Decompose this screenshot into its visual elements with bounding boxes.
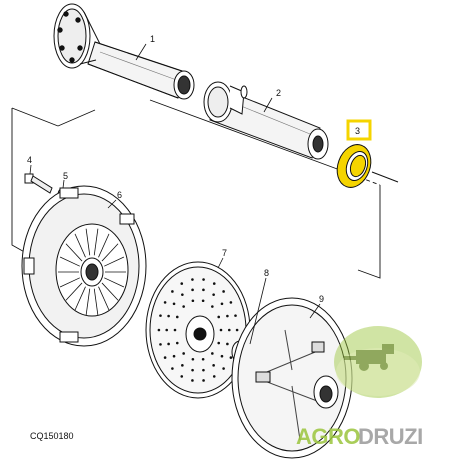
callout-3: 3: [355, 126, 360, 136]
disc-hole: [202, 288, 205, 292]
spring-finger: [104, 277, 125, 288]
callout-7: 7: [222, 248, 227, 258]
disc-hole: [219, 328, 223, 332]
callout-9: 9: [319, 294, 324, 304]
pressure-plate-part-6: [21, 185, 147, 347]
flywheel-part-9: [231, 297, 353, 459]
disc-hole: [226, 342, 229, 346]
spring-finger: [65, 282, 83, 301]
disc-hole: [191, 368, 194, 372]
disc-hole: [220, 302, 224, 306]
spring-finger: [85, 228, 91, 256]
disc-hole: [171, 290, 174, 293]
disc-hole: [167, 314, 170, 318]
disc-hole: [172, 302, 176, 306]
disc-hole: [172, 354, 176, 358]
seal-part-3: [336, 144, 399, 188]
disc-hole: [212, 375, 216, 378]
callout-1: 1: [150, 34, 155, 44]
disc-hole: [191, 278, 194, 281]
watermark-text-agro: AGRO: [296, 424, 360, 449]
disc-hole: [175, 341, 179, 345]
callout-2: 2: [276, 88, 281, 98]
watermark-text-druzi: DRUZI: [358, 424, 423, 449]
spring-finger: [65, 243, 83, 262]
disc-hole: [211, 305, 214, 308]
disc-hole: [217, 341, 221, 345]
disc-hole: [165, 328, 169, 332]
disc-hole: [235, 328, 239, 332]
disc-hole: [180, 282, 184, 285]
disc-hole: [227, 328, 231, 332]
disc-hole: [212, 282, 216, 285]
shaft-part-1: [53, 3, 195, 100]
disc-hole: [202, 278, 205, 281]
spring-finger: [93, 228, 99, 256]
disc-hole: [163, 356, 167, 359]
disc-hole: [220, 354, 224, 358]
figure-code: CQ150180: [30, 431, 74, 441]
disc-hole: [211, 352, 214, 355]
callout-6: 6: [117, 190, 122, 200]
disc-hole: [175, 315, 179, 319]
disc-hole: [191, 288, 194, 292]
disc-hole: [163, 301, 167, 304]
disc-hole: [182, 305, 185, 308]
disc-hole: [181, 293, 184, 296]
leader-lines: [29, 43, 321, 345]
highlight-box: [346, 119, 372, 141]
disc-hole: [201, 357, 205, 361]
disc-hole: [234, 314, 237, 317]
callout-8: 8: [264, 268, 269, 278]
spring-finger: [74, 233, 86, 258]
spring-finger: [74, 286, 86, 311]
disc-hole: [202, 379, 205, 382]
spring-finger: [93, 288, 99, 316]
disc-hole: [217, 315, 221, 319]
disc-hole: [201, 299, 205, 303]
bolt-part-4: [24, 173, 53, 194]
spring-finger: [101, 282, 119, 301]
spring-finger: [59, 277, 80, 288]
disc-hole: [173, 328, 177, 332]
disc-hole: [182, 352, 185, 355]
disc-hole: [167, 342, 170, 346]
spring-finger: [59, 256, 80, 267]
disc-hole: [212, 364, 215, 367]
disc-hole: [181, 364, 184, 367]
disc-hole: [191, 379, 194, 382]
disc-hole: [180, 375, 184, 378]
disc-hole: [159, 343, 162, 346]
watermark-logo: AGRO DRUZI: [296, 326, 423, 449]
callout-4: 4: [27, 155, 32, 165]
disc-hole: [191, 299, 195, 303]
spring-finger: [85, 288, 91, 316]
spring-finger: [104, 256, 125, 267]
spring-finger: [98, 233, 110, 258]
disc-hole: [202, 368, 205, 372]
disc-hole: [171, 367, 174, 370]
callout-5: 5: [63, 171, 68, 181]
combine-harvester-icon: [344, 344, 394, 371]
disc-hole: [212, 293, 215, 296]
disc-hole: [191, 357, 195, 361]
disc-hole: [159, 314, 162, 317]
disc-hole: [229, 301, 233, 304]
sleeve-part-2: [203, 81, 329, 160]
spring-finger: [101, 243, 119, 262]
disc-hole: [157, 328, 161, 332]
disc-hole: [222, 367, 225, 370]
disc-hole: [222, 290, 225, 293]
disc-hole: [226, 314, 229, 318]
spring-finger: [98, 286, 110, 311]
clutch-disc-part-7: [145, 261, 251, 399]
disc-hole: [229, 356, 233, 359]
